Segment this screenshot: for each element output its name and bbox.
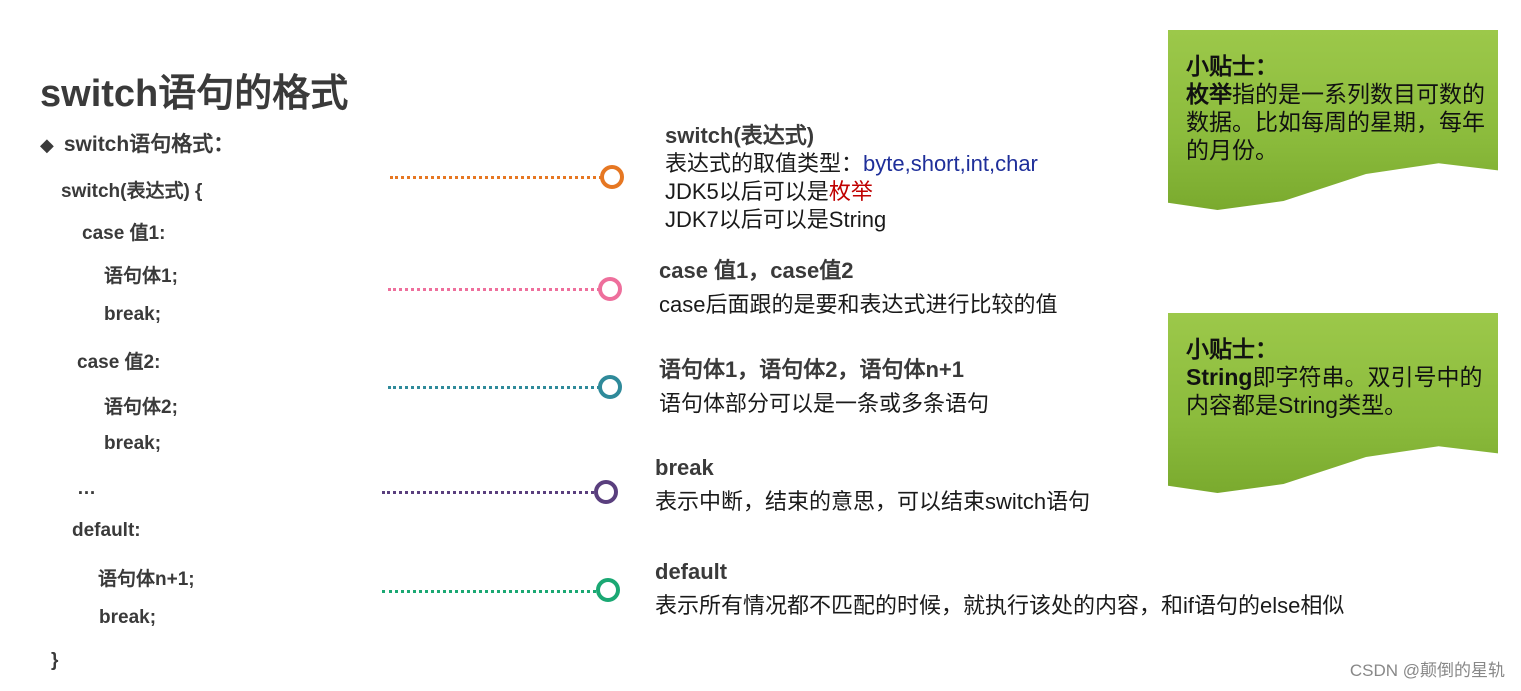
description-heading: break (655, 455, 714, 480)
description-heading: default (655, 559, 728, 584)
code-line: } (51, 650, 59, 671)
description-line: 语句体部分可以是一条或多条语句 (659, 391, 990, 416)
description-line: case后面跟的是要和表达式进行比较的值 (659, 292, 1058, 317)
code-line: default: (72, 520, 141, 541)
watermark: CSDN @颠倒的星轨 (1349, 661, 1505, 680)
code-line: break; (104, 433, 162, 454)
case-description: case 值1，case值2 case后面跟的是要和表达式进行比较的值 (659, 257, 1057, 319)
diamond-bullet-icon: ◆ (40, 135, 54, 155)
description-heading: 语句体1，语句体2，语句体n+1 (659, 357, 964, 382)
dotted-connector (388, 288, 600, 291)
dotted-connector (382, 491, 594, 494)
default-description: default 表示所有情况都不匹配的时候，就执行该处的内容，和if语句的els… (655, 558, 1344, 620)
tip-body: 枚举指的是一系列数目可数的数据。比如每周的星期，每年的月份。 (1186, 81, 1485, 163)
circle-marker-icon (598, 277, 622, 301)
bullet-label: switch语句格式： (63, 133, 235, 156)
circle-marker-icon (600, 165, 624, 189)
code-line: 语句体n+1; (98, 569, 195, 590)
description-line: 表达式的取值类型：byte,short,int,char (665, 151, 1038, 176)
type-values: byte,short,int,char (863, 151, 1038, 176)
circle-marker-icon (594, 480, 618, 504)
code-line: … (77, 478, 96, 499)
tip-title: 小贴士： (1186, 336, 1278, 362)
dotted-connector (390, 176, 602, 179)
description-line: 表示所有情况都不匹配的时候，就执行该处的内容，和if语句的else相似 (655, 593, 1345, 618)
tip-body: String即字符串。双引号中的内容都是String类型。 (1186, 364, 1483, 418)
circle-marker-icon (596, 578, 620, 602)
code-line: case 值2: (77, 352, 161, 373)
code-line: case 值1: (82, 223, 166, 244)
description-heading: case 值1，case值2 (659, 258, 854, 283)
tip-note: 小贴士： 枚举指的是一系列数目可数的数据。比如每周的星期，每年的月份。 (1168, 30, 1498, 210)
tip-title: 小贴士： (1186, 53, 1278, 79)
description-heading: switch(表达式) (665, 123, 815, 148)
description-line: JDK7以后可以是String (665, 207, 887, 232)
break-description: break 表示中断，结束的意思，可以结束switch语句 (655, 454, 1090, 516)
dotted-connector (388, 386, 600, 389)
dotted-connector (382, 590, 596, 593)
section-bullet: ◆ switch语句格式： (40, 128, 234, 158)
code-line: 语句体1; (104, 266, 178, 287)
page-title: switch语句的格式 (40, 73, 349, 115)
enum-highlight: 枚举 (828, 179, 873, 204)
description-line: 表示中断，结束的意思，可以结束switch语句 (655, 489, 1091, 514)
description-line: JDK5以后可以是枚举 (665, 179, 873, 204)
code-line: switch(表达式) { (61, 181, 203, 202)
statement-description: 语句体1，语句体2，语句体n+1 语句体部分可以是一条或多条语句 (659, 356, 989, 418)
circle-marker-icon (598, 375, 622, 399)
tip-note: 小贴士： String即字符串。双引号中的内容都是String类型。 (1168, 313, 1498, 493)
switch-description: switch(表达式) 表达式的取值类型：byte,short,int,char… (665, 122, 1038, 234)
code-line: 语句体2; (104, 397, 178, 418)
code-line: break; (104, 304, 162, 325)
code-line: break; (99, 607, 157, 628)
